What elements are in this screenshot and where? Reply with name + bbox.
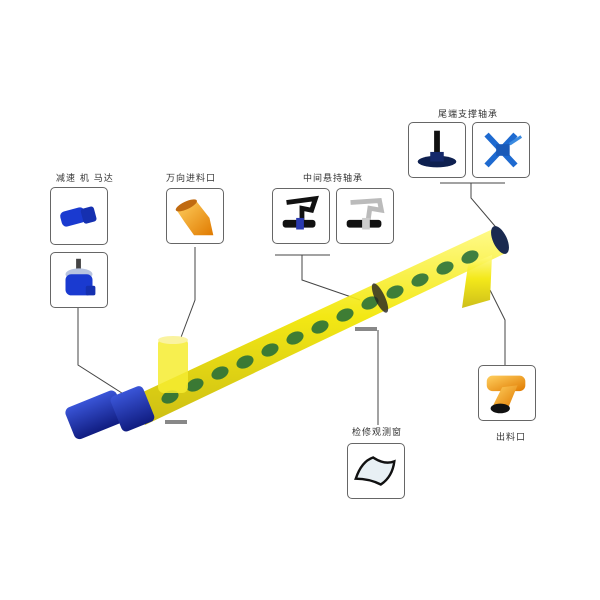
- outlet-label: 出料口: [496, 433, 527, 443]
- conveyor-tube: [130, 226, 509, 425]
- leader-lines: [77, 182, 506, 425]
- motor-image: [50, 187, 108, 245]
- outlet-chute: [462, 255, 492, 308]
- support-feet: [165, 327, 377, 424]
- inlet-label: 万向进料口: [166, 174, 217, 184]
- inlet-hopper: [158, 336, 188, 393]
- screw-flights: [161, 250, 479, 404]
- outlet-image: [478, 365, 536, 421]
- inlet-image: [166, 188, 224, 244]
- hanger-bearing-label: 中间悬持轴承: [303, 174, 364, 184]
- tail-bearing-image-1: [408, 122, 466, 178]
- inspection-window-image: [347, 443, 405, 499]
- tail-bearing-label: 尾端支撑轴承: [438, 110, 499, 120]
- hanger-bearing-image-1: [272, 188, 330, 244]
- gearbox-image: [50, 252, 108, 308]
- hanger-bearing-image-2: [336, 188, 394, 244]
- motor-gearbox: [65, 386, 155, 440]
- tail-bearing-image-2: [472, 122, 530, 178]
- motor-label: 减速 机 马达: [56, 174, 114, 184]
- inspection-window-label: 检修观测窗: [352, 428, 403, 438]
